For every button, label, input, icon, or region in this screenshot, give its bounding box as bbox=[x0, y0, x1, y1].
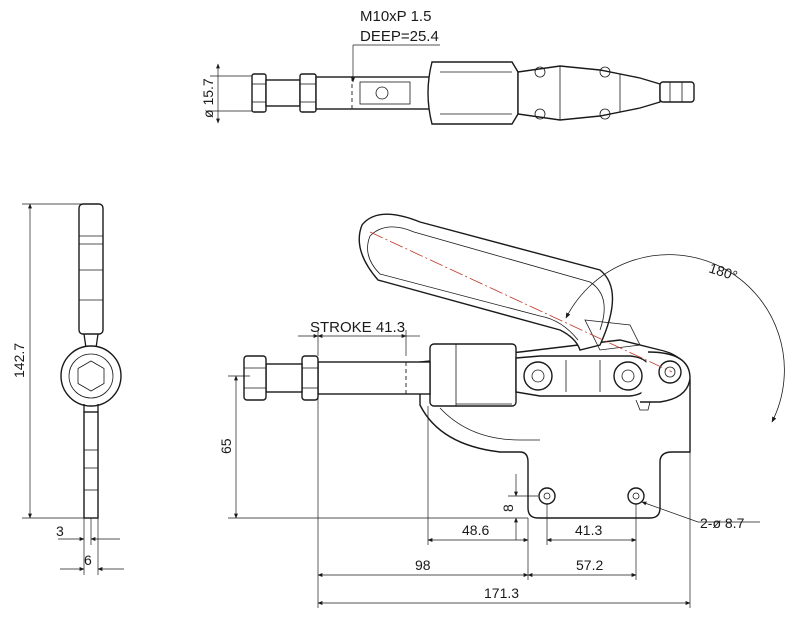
rotation-angle-label: 180° bbox=[707, 260, 739, 284]
dim-57-2-label: 57.2 bbox=[576, 557, 603, 573]
dim-3-label: 3 bbox=[56, 523, 64, 539]
dim-48-6-label: 48.6 bbox=[462, 522, 489, 538]
front-view: 180° STROKE 41.3 65 8 48.6 41.3 98 bbox=[218, 213, 785, 608]
total-height-label: 142.7 bbox=[11, 343, 27, 378]
thread-spec-label: M10xP 1.5 bbox=[360, 8, 431, 25]
dim-98-label: 98 bbox=[415, 557, 431, 573]
side-view: 142.7 3 6 bbox=[11, 203, 124, 575]
hole-callout-label: 2-ø 8.7 bbox=[700, 515, 745, 531]
dim-8-label: 8 bbox=[500, 504, 516, 512]
top-view: ø 15.7 M10xP 1.5 DEEP bbox=[200, 8, 695, 125]
dim-6-label: 6 bbox=[84, 552, 92, 568]
dim-171-3-label: 171.3 bbox=[484, 585, 519, 601]
stroke-label: STROKE 41.3 bbox=[310, 319, 405, 336]
thread-depth-label: DEEP=25.4 bbox=[360, 28, 439, 45]
dim-41-3-label: 41.3 bbox=[575, 522, 602, 538]
height-65-label: 65 bbox=[218, 438, 234, 454]
plunger-diameter-label: ø 15.7 bbox=[200, 78, 216, 118]
